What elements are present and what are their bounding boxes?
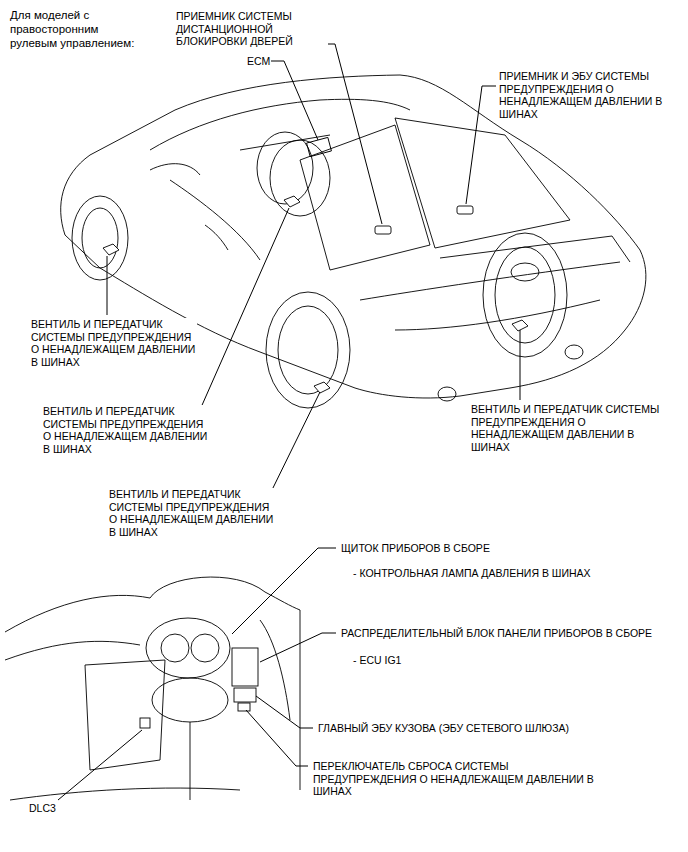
sub-item-label: - ECU IG1 [352, 654, 402, 667]
leader-lines-path [270, 61, 318, 140]
wheels-ellipse [495, 247, 555, 343]
dashboard-illustration-rect [238, 703, 250, 711]
part-label: ПЕРЕКЛЮЧАТЕЛЬ СБРОСА СИСТЕМЫ ПРЕДУПРЕЖДЕ… [312, 760, 614, 798]
car-body-path [300, 125, 430, 270]
component-marks-rect [457, 206, 473, 214]
part-label: ВЕНТИЛЬ И ПЕРЕДАТЧИК СИСТЕМЫ ПРЕДУПРЕЖДЕ… [42, 405, 209, 455]
leader-lines-path [232, 548, 336, 634]
dashboard-illustration-path [85, 660, 165, 770]
part-label: ПРИЕМНИК И ЭБУ СИСТЕМЫ ПРЕДУПРЕЖДЕНИЯ О … [498, 70, 670, 120]
dashboard-illustration-ellipse [146, 618, 230, 678]
leader-lines-path [58, 730, 142, 800]
car-body-path [440, 236, 630, 262]
wheels-ellipse [511, 263, 539, 281]
dashboard-illustration-path [5, 641, 140, 660]
wheels [72, 196, 583, 408]
car-body-path [395, 118, 570, 248]
wheels-ellipse [438, 387, 456, 401]
car-body-path [205, 225, 228, 250]
leader-lines-path [246, 710, 308, 766]
part-label: ВЕНТИЛЬ И ПЕРЕДАТЧИК СИСТЕМЫ ПРЕДУПРЕЖДЕ… [108, 488, 275, 538]
car-body-rect [307, 137, 332, 156]
component-marks-path [103, 244, 119, 255]
sub-item-label: - КОНТРОЛЬНАЯ ЛАМПА ДАВЛЕНИЯ В ШИНАХ [352, 567, 592, 580]
dashboard-illustration-path [300, 610, 301, 790]
dashboard-illustration-path [260, 620, 290, 720]
component-marks-rect [375, 226, 391, 234]
leader-lines-path [328, 44, 382, 224]
dashboard-illustration-ellipse [191, 634, 219, 662]
dashboard-illustration-rect [140, 718, 150, 728]
leader-lines-path [256, 696, 313, 728]
car-body-path [360, 262, 620, 300]
dashboard-illustration-ellipse [161, 634, 189, 662]
wheels-ellipse [72, 196, 128, 280]
car-body-ellipse [270, 140, 330, 216]
dashboard-illustration-path [5, 577, 300, 632]
dashboard-illustration-rect [234, 688, 256, 702]
connector-name: DLC3 [28, 802, 57, 815]
leader-lines-path [260, 633, 336, 662]
leader-lines-path [270, 392, 320, 494]
wheels-ellipse [483, 233, 567, 357]
wheels-ellipse [278, 306, 338, 394]
component-marks-path [512, 320, 528, 331]
leader-lines-path [107, 256, 108, 315]
wheels-ellipse [82, 208, 118, 268]
part-label: ПРИЕМНИК СИСТЕМЫ ДИСТАНЦИОННОЙ БЛОКИРОВК… [175, 10, 327, 48]
leader-lines-path [466, 86, 496, 204]
car-body-path [150, 164, 200, 175]
leader-lines-path [520, 330, 521, 400]
wheels-ellipse [565, 345, 583, 359]
car-body-path [150, 99, 410, 150]
note-title: Для моделей с правосторонним рулевым упр… [10, 8, 135, 50]
part-label: ГЛАВНЫЙ ЭБУ КУЗОВА (ЭБУ СЕТЕВОГО ШЛЮЗА) [317, 722, 570, 735]
component-marks-path [284, 196, 300, 207]
part-label: ВЕНТИЛЬ И ПЕРЕДАТЧИК СИСТЕМЫ ПРЕДУПРЕЖДЕ… [470, 403, 672, 453]
part-label: РАСПРЕДЕЛИТЕЛЬНЫЙ БЛОК ПАНЕЛИ ПРИБОРОВ В… [340, 627, 653, 640]
part-label: ECM [246, 55, 271, 68]
car-body-path [170, 180, 260, 260]
component-marks-path [314, 382, 330, 393]
dashboard-illustration-path [10, 788, 240, 800]
part-label: ЩИТОК ПРИБОРОВ В СБОРЕ [340, 542, 491, 555]
leader-lines-path [199, 208, 289, 412]
wheels-ellipse [266, 292, 350, 408]
dashboard-illustration-rect [232, 648, 258, 686]
part-label: ВЕНТИЛЬ И ПЕРЕДАТЧИК СИСТЕМЫ ПРЕДУПРЕЖДЕ… [30, 318, 197, 368]
